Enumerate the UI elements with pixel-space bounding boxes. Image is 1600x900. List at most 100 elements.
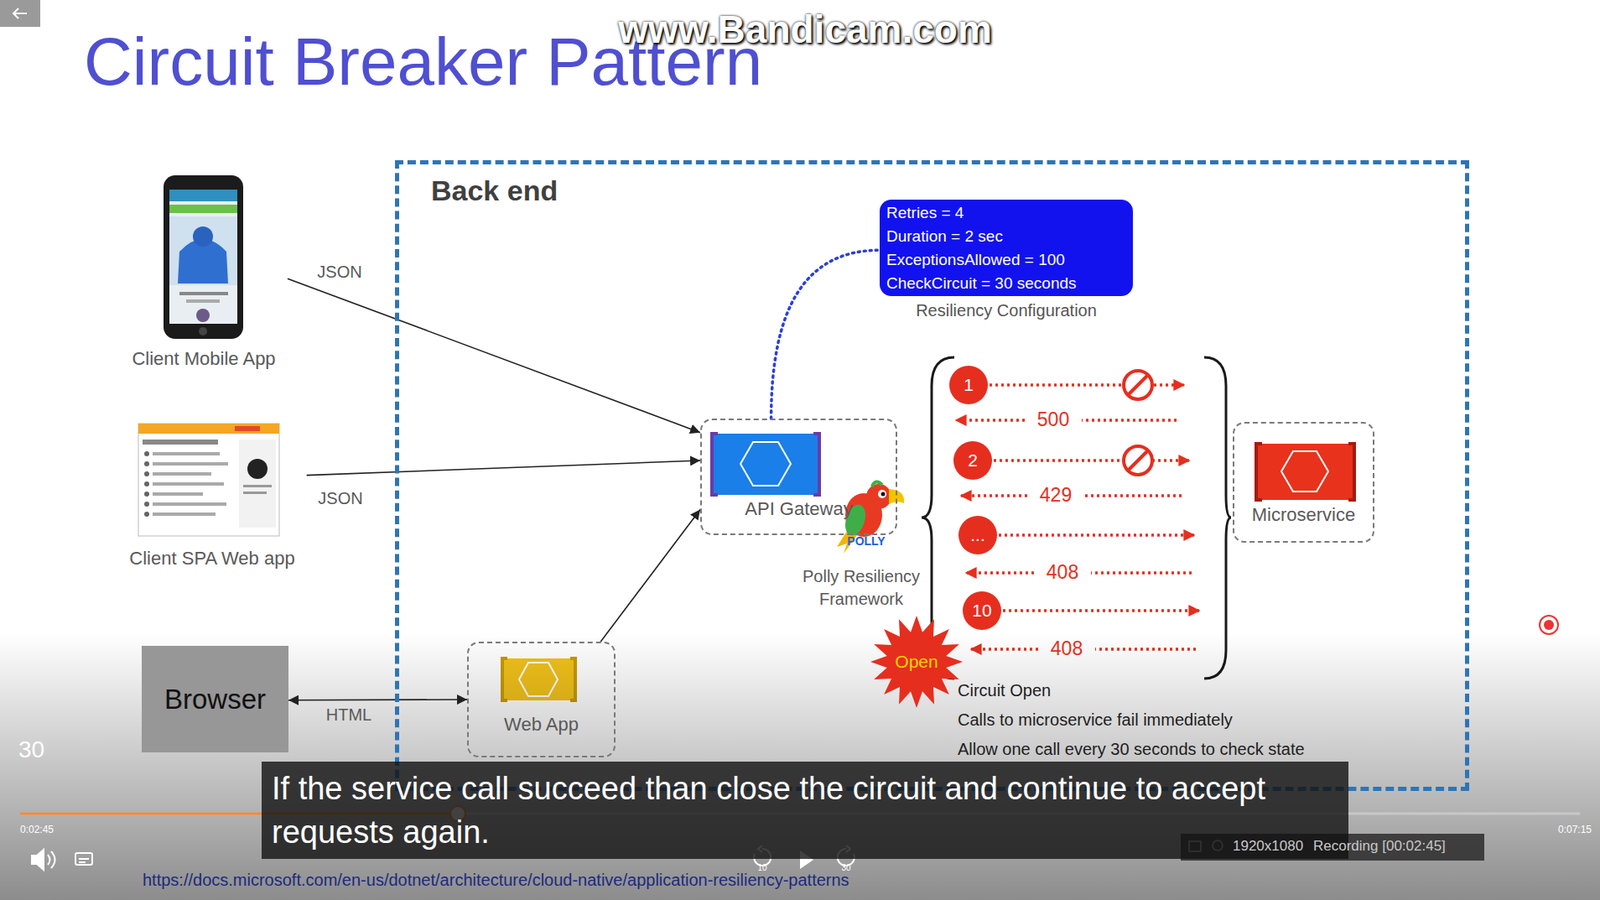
spa-screenshot (144, 461, 150, 467)
microservice-icon (1256, 443, 1355, 500)
blocked-sign (1127, 374, 1149, 395)
phone-illustration (192, 226, 213, 247)
spa-screenshot (138, 423, 280, 536)
callout-number: ... (970, 524, 986, 546)
player-controls (78, 858, 89, 863)
blocked-sign (1123, 370, 1153, 400)
recorder-text: 1920x1080 (1232, 837, 1304, 855)
node-text: Browser (164, 683, 266, 716)
player-skip-text: 30 (18, 736, 45, 764)
request-arrow (998, 533, 1195, 537)
node-text: ExceptionsAllowed = 100 (886, 248, 1065, 272)
response-arrow (1084, 493, 1182, 498)
arrow-connector (288, 698, 468, 701)
arrow-connector (306, 460, 701, 476)
node-text: Web App (503, 713, 579, 736)
status-code: 429 (1039, 483, 1072, 507)
request-arrow (1002, 608, 1200, 613)
back-button (0, 0, 41, 27)
node-text: Open (894, 651, 938, 672)
bracket (1204, 357, 1232, 679)
time-text: 0:02:45 (20, 823, 54, 836)
call-number: 2 (953, 441, 993, 480)
gateway-icon (740, 441, 791, 486)
bracket (921, 357, 1232, 679)
spa-screenshot (234, 425, 260, 432)
burst-shape (870, 615, 963, 708)
request-arrow (989, 383, 1185, 387)
phone-illustration (179, 291, 229, 296)
microservice-icon (1281, 451, 1329, 492)
webapp-box: Web App (467, 641, 616, 758)
phone-illustration (196, 308, 210, 323)
status-code: 408 (1050, 637, 1083, 660)
response-arrow (1090, 571, 1192, 575)
spa-screenshot (243, 484, 272, 488)
video-shade (0, 632, 1600, 900)
callout-number: 2 (967, 450, 978, 471)
node-text: CheckCircuit = 30 seconds (886, 271, 1077, 296)
response-arrow (966, 571, 1034, 575)
status-code: 500 (1037, 408, 1070, 432)
client-node: Client Mobile App (119, 171, 288, 374)
spa-screenshot (152, 502, 227, 506)
spa-screenshot (152, 512, 216, 516)
callout-number: 10 (971, 600, 992, 621)
spa-screenshot (152, 451, 220, 456)
callout-number: 1 (963, 374, 974, 395)
node-text: API Gateway (744, 498, 852, 520)
gateway-box: API Gateway (700, 418, 898, 536)
spa-screenshot (238, 439, 276, 528)
note-text: Calls to microservice fail immediately (957, 710, 1233, 730)
player-controls (47, 851, 56, 868)
spa-screenshot (138, 423, 280, 434)
logo-caption: Polly Resiliency Framework (789, 565, 933, 611)
node-text: Resiliency Configuration (915, 301, 1097, 321)
spa-screenshot (152, 482, 224, 486)
phone-illustration (163, 175, 244, 339)
player-controls (31, 849, 44, 870)
node-text: Duration = 2 sec (886, 224, 1003, 249)
phone-illustration (169, 189, 238, 202)
note-text: Circuit Open (957, 680, 1051, 701)
response-arrow (955, 420, 1196, 650)
spa-screenshot (144, 451, 150, 457)
edge-label: JSON (317, 488, 363, 509)
phone-illustration (169, 189, 238, 324)
response-arrow (955, 418, 1025, 422)
spa-screenshot (152, 472, 212, 476)
arrow-connector (287, 278, 701, 432)
microservice-icon (1256, 443, 1355, 500)
blocked-sign (1123, 446, 1153, 475)
recorder-text: Recording [00:02:45] (1313, 837, 1446, 855)
config-panel: Retries = 4Duration = 2 secExceptionsAll… (879, 199, 1133, 297)
call-number: 10 (962, 591, 1002, 630)
microservice-box: Microservice (1232, 421, 1375, 543)
config-box: Retries = 4Duration = 2 secExceptionsAll… (879, 199, 1133, 323)
back-button (13, 8, 27, 19)
status-code: 408 (1046, 561, 1079, 584)
spa-screenshot (144, 491, 150, 497)
spa-screenshot (144, 511, 150, 517)
call-number: 1 (949, 365, 988, 405)
phone-illustration (198, 327, 208, 336)
client-node: Client SPA Web app (117, 419, 307, 575)
phone-illustration (169, 204, 238, 213)
time-text: 0:07:15 (1558, 823, 1592, 836)
gateway-icon (711, 433, 820, 495)
record-dot (1543, 619, 1554, 630)
source-url: https://docs.microsoft.com/en-us/dotnet/… (142, 870, 850, 890)
spa-screenshot (138, 423, 280, 536)
note-text: Allow one call every 30 seconds to check… (957, 739, 1305, 759)
open-burst: Open (870, 615, 963, 708)
node-text: Client SPA Web app (129, 547, 295, 570)
node-text: Back end (431, 174, 558, 208)
blocked-sign (1123, 370, 1153, 475)
subtitle: If the service call succeed than close t… (261, 761, 1349, 859)
phone-illustration (186, 299, 220, 303)
dotted-connector (771, 249, 880, 419)
spa-screenshot (152, 492, 203, 496)
node-text: Microservice (1251, 503, 1356, 526)
spa-screenshot (247, 458, 268, 479)
phone-illustration (169, 216, 238, 286)
